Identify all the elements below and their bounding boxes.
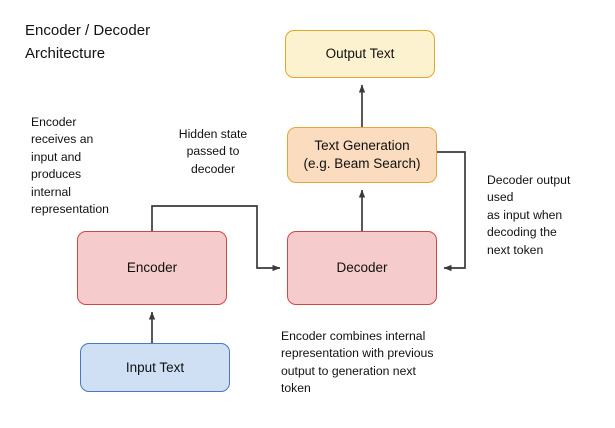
node-output-text[interactable]: Output Text	[285, 30, 435, 78]
page-title: Encoder / Decoder Architecture	[25, 22, 151, 62]
node-output-text-label: Output Text	[325, 46, 395, 62]
node-text-generation-label: Text Generation (e.g. Beam Search)	[303, 138, 421, 171]
node-encoder-label: Encoder	[126, 260, 178, 276]
edge-encoder-to-decoder	[151, 205, 281, 272]
node-decoder[interactable]: Decoder	[287, 231, 437, 305]
annotation-encoder-description: Encoder receives an input and produces i…	[31, 115, 109, 217]
annotation-decoder-feedback: Decoder output used as input when decodi…	[487, 173, 571, 257]
node-input-text-label: Input Text	[125, 359, 185, 375]
node-input-text[interactable]: Input Text	[80, 343, 230, 392]
node-encoder[interactable]: Encoder	[77, 231, 227, 305]
annotation-hidden-state: Hidden state passed to decoder	[178, 127, 248, 176]
node-decoder-label: Decoder	[336, 260, 388, 276]
edge-text-generation-to-decoder-feedback	[437, 151, 466, 272]
annotation-encoder-combines: Encoder combines internal representation…	[281, 329, 434, 396]
node-text-generation[interactable]: Text Generation (e.g. Beam Search)	[287, 127, 437, 183]
